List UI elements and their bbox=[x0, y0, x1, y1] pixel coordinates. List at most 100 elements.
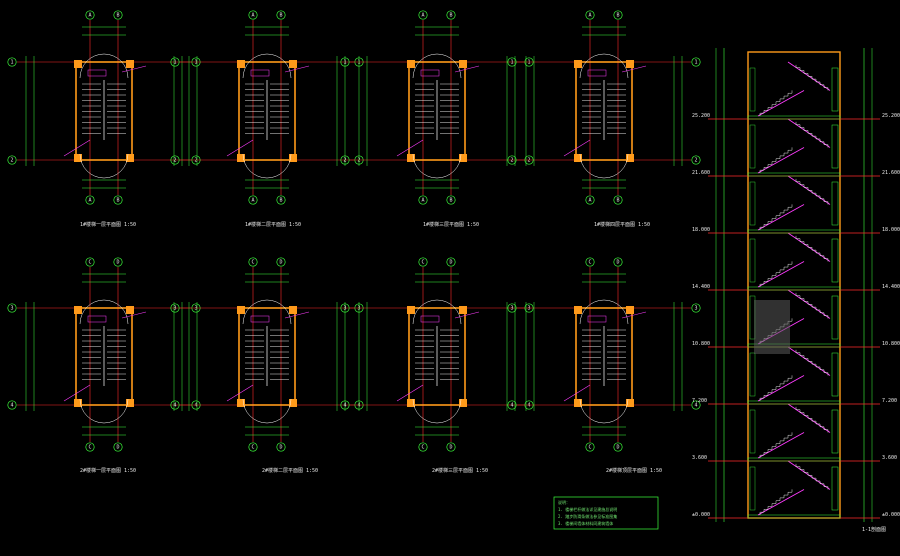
level-label: 18.000 bbox=[882, 227, 900, 233]
grid-bubble: 2 bbox=[691, 155, 701, 165]
annotation-tag bbox=[587, 69, 607, 77]
plan-caption-1: 1#楼梯一层平面图 1:50 bbox=[80, 221, 136, 228]
stair-wall bbox=[238, 61, 296, 161]
grid-bubble-label: D bbox=[116, 260, 119, 266]
stair-steps bbox=[795, 121, 829, 148]
wall-column bbox=[459, 306, 467, 314]
grid-bubble-circle bbox=[613, 10, 623, 20]
grid-bubble: B bbox=[613, 10, 623, 20]
annotation-tag bbox=[87, 69, 107, 77]
wall-column bbox=[574, 154, 582, 162]
grid-bubble: A bbox=[585, 10, 595, 20]
annotation-tag bbox=[420, 315, 440, 323]
grid-bubble: D bbox=[276, 442, 286, 452]
wall-column bbox=[626, 154, 634, 162]
grid-bubble-circle bbox=[248, 10, 258, 20]
grid-bubble-circle bbox=[170, 400, 180, 410]
level-label: 3.600 bbox=[882, 455, 897, 461]
grid-bubble-circle bbox=[7, 57, 17, 67]
grid-bubble: D bbox=[613, 442, 623, 452]
wall-column bbox=[626, 60, 634, 68]
annotation-tag bbox=[250, 315, 270, 323]
grid-bubble: C bbox=[248, 257, 258, 267]
grid-bubble-circle bbox=[507, 400, 517, 410]
notes-box: 说明： 1. 楼梯栏杆做法详见建施总说明 2. 踏步防滑条做法参见标准图集 3.… bbox=[553, 496, 659, 530]
grid-bubble-label: B bbox=[116, 198, 119, 204]
grid-bubble-circle bbox=[276, 195, 286, 205]
note-line-3: 3. 楼梯间墙体材料同建筑墙体 bbox=[558, 520, 613, 526]
grid-bubble-label: 4 bbox=[173, 403, 176, 409]
section-window bbox=[831, 409, 839, 454]
wall-column bbox=[574, 399, 582, 407]
annotation-tag bbox=[250, 69, 270, 77]
grid-bubble-label: 3 bbox=[10, 306, 13, 312]
grid-bubble-label: 1 bbox=[343, 60, 346, 66]
grid-bubble-label: D bbox=[279, 260, 282, 266]
grid-bubble-label: 4 bbox=[527, 403, 530, 409]
grid-bubble: B bbox=[446, 195, 456, 205]
section-window bbox=[831, 124, 839, 169]
annotation-leader bbox=[454, 311, 480, 319]
grid-bubble-circle bbox=[691, 57, 701, 67]
level-label: 21.600 bbox=[882, 170, 900, 176]
stair-steps bbox=[759, 489, 793, 515]
annotation-leader bbox=[621, 311, 647, 319]
grid-bubble-circle bbox=[248, 195, 258, 205]
level-label: 7.200 bbox=[882, 398, 897, 404]
grid-bubble: D bbox=[613, 257, 623, 267]
floor-slab bbox=[747, 400, 841, 405]
section-window bbox=[749, 409, 756, 454]
grid-bubble: 4 bbox=[691, 400, 701, 410]
floor-slab bbox=[747, 343, 841, 348]
wall-column bbox=[407, 154, 415, 162]
grid-bubble-circle bbox=[340, 155, 350, 165]
level-label: 18.000 bbox=[692, 227, 710, 233]
grid-bubble-label: 3 bbox=[194, 306, 197, 312]
stair-wall bbox=[575, 61, 633, 161]
grid-bubble-circle bbox=[85, 195, 95, 205]
grid-bubble-circle bbox=[340, 303, 350, 313]
landing-arc bbox=[242, 299, 292, 325]
level-label: 21.600 bbox=[692, 170, 710, 176]
landing-arc bbox=[412, 153, 462, 179]
stair-wall bbox=[408, 61, 466, 161]
grid-bubble-circle bbox=[113, 442, 123, 452]
grid-bubble-label: A bbox=[588, 13, 591, 19]
grid-bubble-label: 1 bbox=[173, 60, 176, 66]
grid-bubble-circle bbox=[613, 195, 623, 205]
landing-arc bbox=[412, 398, 462, 424]
grid-bubble-label: 2 bbox=[194, 158, 197, 164]
grid-bubble: C bbox=[585, 257, 595, 267]
grid-bubble-label: B bbox=[449, 198, 452, 204]
grid-bubble-label: 2 bbox=[173, 158, 176, 164]
landing-arc bbox=[412, 53, 462, 79]
grid-bubble: D bbox=[446, 257, 456, 267]
grid-bubble-label: D bbox=[116, 445, 119, 451]
wall-column bbox=[237, 154, 245, 162]
section-window bbox=[831, 466, 839, 511]
grid-bubble: D bbox=[446, 442, 456, 452]
wall-column bbox=[574, 60, 582, 68]
section-window bbox=[749, 124, 756, 169]
grid-bubble-circle bbox=[507, 303, 517, 313]
grid-bubble-label: D bbox=[279, 445, 282, 451]
annotation-leader bbox=[63, 139, 91, 157]
landing-arc bbox=[579, 299, 629, 325]
grid-bubble-label: C bbox=[88, 445, 91, 451]
landing-arc bbox=[79, 398, 129, 424]
grid-bubble-circle bbox=[585, 257, 595, 267]
grid-bubble-circle bbox=[340, 400, 350, 410]
stair-wall bbox=[238, 307, 296, 406]
grid-bubble-label: B bbox=[116, 13, 119, 19]
grid-bubble-label: 4 bbox=[10, 403, 13, 409]
grid-bubble-label: 3 bbox=[510, 306, 513, 312]
grid-bubble-label: 2 bbox=[510, 158, 513, 164]
grid-bubble-circle bbox=[276, 442, 286, 452]
grid-bubble: 3 bbox=[340, 303, 350, 313]
grid-bubble-circle bbox=[613, 257, 623, 267]
